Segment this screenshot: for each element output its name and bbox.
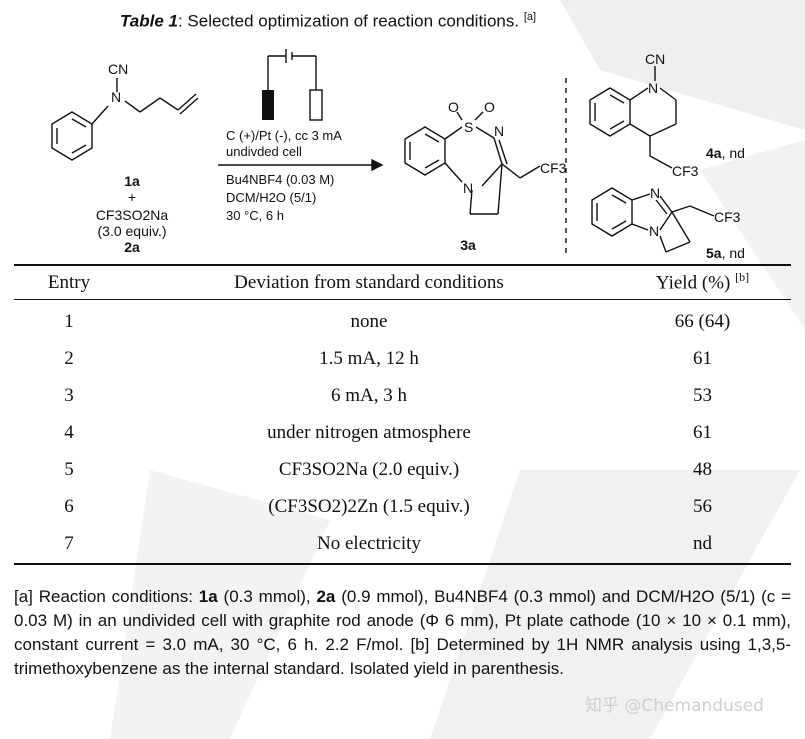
cell-deviation: 6 mA, 3 h bbox=[331, 384, 407, 406]
side1-label-group: 4a, nd bbox=[706, 145, 745, 161]
cell-yield: 56 bbox=[693, 495, 712, 517]
table-header-row: Entry Deviation from standard conditions… bbox=[14, 266, 791, 299]
header-yield: Yield (%) [b] bbox=[614, 266, 791, 299]
cell-entry: 4 bbox=[64, 421, 74, 443]
condition-1: C (+)/Pt (-), cc 3 mA bbox=[226, 128, 342, 143]
side1-n: N bbox=[648, 80, 658, 96]
side2-label-group: 5a, nd bbox=[706, 245, 745, 261]
table-row: 4 under nitrogen atmosphere 61 bbox=[14, 414, 791, 451]
table-title-text: : Selected optimization of reaction cond… bbox=[177, 11, 520, 31]
cell-deviation: (CF3SO2)2Zn (1.5 equiv.) bbox=[268, 495, 470, 517]
footnote-b-tag: [b] bbox=[403, 635, 430, 654]
header-entry: Entry bbox=[47, 271, 91, 293]
product-n-imine: N bbox=[494, 123, 504, 139]
footnote-a-text-2: (0.3 mmol), bbox=[217, 587, 317, 606]
table-row: 5 CF3SO2Na (2.0 equiv.) 48 bbox=[14, 451, 791, 488]
cell-entry: 3 bbox=[64, 384, 74, 406]
condition-4: DCM/H2O (5/1) bbox=[226, 190, 316, 205]
cell-deviation: none bbox=[350, 310, 388, 332]
table-bottom-rule bbox=[14, 563, 791, 565]
cell-entry: 1 bbox=[64, 310, 74, 332]
substrate-n: N bbox=[111, 89, 121, 105]
table-top-rule bbox=[14, 264, 791, 266]
cell-deviation: 1.5 mA, 12 h bbox=[319, 347, 419, 369]
substrate-label: 1a bbox=[124, 173, 140, 189]
product-label: 3a bbox=[460, 237, 476, 253]
header-yield-note: [b] bbox=[735, 270, 750, 285]
cell-yield: 48 bbox=[693, 458, 712, 480]
product-n-ring: N bbox=[463, 180, 473, 196]
cell-yield: 53 bbox=[693, 384, 712, 406]
table-title-note: [a] bbox=[523, 11, 537, 23]
cell-entry: 6 bbox=[64, 495, 74, 517]
header-deviation: Deviation from standard conditions bbox=[234, 271, 504, 293]
cell-yield: 66 (64) bbox=[674, 310, 731, 332]
condition-2: undivded cell bbox=[226, 144, 302, 159]
table-row: 6 (CF3SO2)2Zn (1.5 equiv.) 56 bbox=[14, 488, 791, 525]
optimization-table: Entry Deviation from standard conditions… bbox=[14, 266, 791, 562]
footnote-a-tag: [a] bbox=[14, 587, 33, 606]
table-row: 1 none 66 (64) bbox=[14, 299, 791, 340]
condition-5: 30 °C, 6 h bbox=[226, 208, 284, 223]
table-title-lead: Table 1 bbox=[120, 11, 178, 31]
cell-entry: 2 bbox=[64, 347, 74, 369]
side1-cn: CN bbox=[645, 51, 665, 67]
watermark-text: 知乎 @Chemandused bbox=[585, 696, 764, 716]
reaction-scheme: CN N 1a + CF3SO2Na (3.0 equiv.) 2a C (+)… bbox=[51, 49, 745, 261]
cell-yield: 61 bbox=[693, 347, 712, 369]
table-header-rule bbox=[14, 299, 791, 300]
reagent-label: 2a bbox=[124, 239, 140, 255]
side2-label: 5a bbox=[706, 245, 722, 261]
product-o-2: O bbox=[484, 99, 495, 115]
cell-entry: 7 bbox=[64, 532, 74, 554]
reagent-equiv: (3.0 equiv.) bbox=[98, 223, 167, 239]
table-row: 3 6 mA, 3 h 53 bbox=[14, 377, 791, 414]
side2-n-2: N bbox=[649, 223, 659, 239]
substrate-cn: CN bbox=[108, 61, 128, 77]
cell-yield: nd bbox=[693, 532, 712, 554]
table-footnote: [a] Reaction conditions: 1a (0.3 mmol), … bbox=[14, 585, 791, 681]
condition-3: Bu4NBF4 (0.03 M) bbox=[226, 172, 334, 187]
product-s: S bbox=[464, 119, 473, 135]
cell-deviation: No electricity bbox=[317, 532, 421, 554]
footnote-b-text: Determined by 1H NMR analysis using 1,3,… bbox=[14, 635, 792, 678]
cell-entry: 5 bbox=[64, 458, 74, 480]
side2-cf3: CF3 bbox=[714, 209, 741, 225]
footnote-a-text-3: (0.9 mmol), Bu4NBF4 (0.3 mmol) and DCM/H… bbox=[14, 587, 791, 654]
side1-cf3: CF3 bbox=[672, 163, 699, 179]
cell-deviation: under nitrogen atmosphere bbox=[267, 421, 471, 443]
table-title: Table 1: Selected optimization of reacti… bbox=[120, 7, 536, 32]
product-o-1: O bbox=[448, 99, 459, 115]
cell-deviation: CF3SO2Na (2.0 equiv.) bbox=[278, 458, 460, 480]
plus-sign: + bbox=[128, 189, 136, 205]
side1-status: , nd bbox=[722, 145, 745, 161]
reagent-formula: CF3SO2Na bbox=[96, 207, 169, 223]
table-row: 7 No electricity nd bbox=[14, 525, 791, 562]
footnote-a-text-1: Reaction conditions: bbox=[32, 587, 199, 606]
header-yield-text: Yield (%) bbox=[655, 272, 731, 294]
product-cf3: CF3 bbox=[540, 160, 567, 176]
table-row: 2 1.5 mA, 12 h 61 bbox=[14, 340, 791, 377]
side2-status: , nd bbox=[722, 245, 745, 261]
side2-n-1: N bbox=[650, 185, 660, 201]
footnote-1a: 1a bbox=[198, 587, 218, 606]
anode-electrode bbox=[262, 90, 274, 120]
cell-yield: 61 bbox=[693, 421, 712, 443]
footnote-2a: 2a bbox=[316, 587, 336, 606]
side1-label: 4a bbox=[706, 145, 722, 161]
